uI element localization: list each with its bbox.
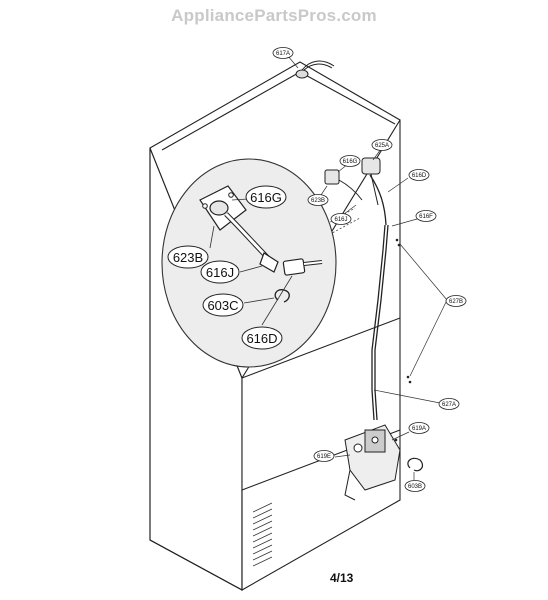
main-callouts: 617A 625A 616G 623B 616D 616J 616F 627B — [272, 47, 467, 492]
callout-616d-detail: 616D — [241, 326, 283, 350]
watermark: AppliancePartsPros.com — [171, 6, 377, 25]
callout-603c-detail: 603C — [202, 293, 244, 317]
clip-603b — [407, 457, 424, 472]
callout-label: 616G — [343, 159, 358, 165]
power-cord-grommet — [295, 60, 335, 79]
callout-623b-detail: 623B — [167, 245, 209, 269]
callout-label: 616J — [334, 217, 347, 223]
callout-label: 625A — [375, 143, 389, 149]
callout-label: 627A — [442, 402, 456, 408]
callout-label: 619E — [317, 454, 331, 460]
vent-grille — [252, 502, 273, 567]
callout-616g-detail: 616G — [245, 185, 287, 209]
callout-616j-detail: 616J — [200, 260, 240, 284]
callout-label: 627B — [449, 299, 463, 305]
callout-label: 623B — [173, 250, 203, 265]
callout-603b: 603B — [404, 480, 426, 492]
lower-valve-assembly — [344, 424, 401, 501]
detail-magnifier — [161, 158, 337, 368]
callout-623b: 623B — [307, 194, 329, 206]
callout-label: 603C — [207, 298, 238, 313]
callout-616g: 616G — [339, 155, 361, 167]
callout-label: 616D — [412, 173, 427, 179]
callout-619a: 619A — [408, 422, 430, 434]
callout-label: 616F — [419, 214, 433, 220]
callout-label: 616J — [206, 265, 234, 280]
detail-callouts: 616G 623B 616J 603C 616D — [167, 185, 287, 350]
page-number: 4/13 — [330, 571, 354, 585]
callout-625a: 625A — [371, 139, 393, 151]
callout-617a: 617A — [272, 47, 294, 59]
detail-leader-lines — [209, 198, 293, 326]
callout-627b: 627B — [445, 295, 467, 307]
callout-616d: 616D — [408, 169, 430, 181]
callout-label: 616G — [250, 190, 282, 205]
callout-label: 617A — [276, 51, 290, 57]
callout-label: 623B — [311, 198, 325, 204]
callout-label: 616D — [246, 331, 277, 346]
screws — [394, 238, 412, 442]
callout-616j: 616J — [330, 213, 352, 225]
callout-label: 619A — [412, 426, 426, 432]
callout-616f: 616F — [415, 210, 437, 222]
callout-619e: 619E — [313, 450, 335, 462]
callout-627a: 627A — [438, 398, 460, 410]
sensor-assembly — [324, 157, 381, 206]
callout-label: 603B — [408, 484, 422, 490]
